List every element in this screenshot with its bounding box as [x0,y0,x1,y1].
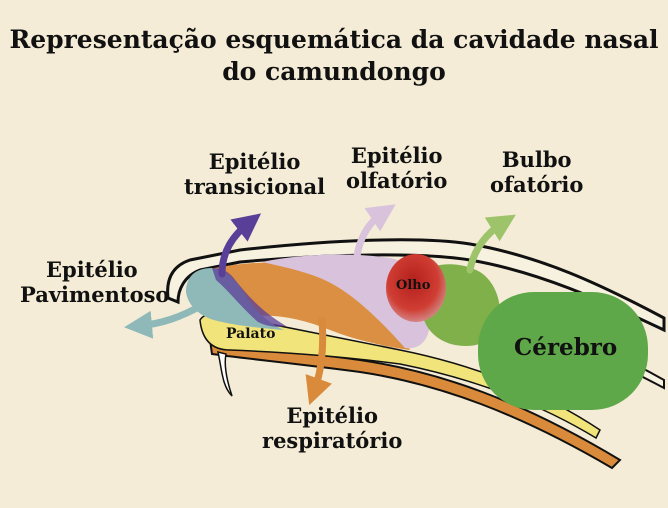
label-line: respiratório [262,429,402,454]
label-line: Bulbo [490,148,583,173]
label-line: Epitélio [346,144,447,169]
label-line: transicional [184,175,325,200]
label-palato: Palato [226,326,275,343]
label-line: ofatório [490,173,583,198]
label-line: Epitélio [20,258,169,283]
label-line: olfatório [346,169,447,194]
label-epitelio-pavimentoso: Epitélio Pavimentoso [20,258,169,308]
label-line: Pavimentoso [20,283,169,308]
label-line: Epitélio [184,150,325,175]
label-epitelio-transicional: Epitélio transicional [184,150,325,200]
label-epitelio-respiratorio: Epitélio respiratório [262,404,402,454]
label-cerebro: Cérebro [514,334,617,361]
label-bulbo-ofatorio: Bulbo ofatório [490,148,583,198]
label-epitelio-olfatorio: Epitélio olfatório [346,144,447,194]
incisor-tooth [218,352,232,396]
label-line: Epitélio [262,404,402,429]
label-olho: Olho [396,278,430,293]
